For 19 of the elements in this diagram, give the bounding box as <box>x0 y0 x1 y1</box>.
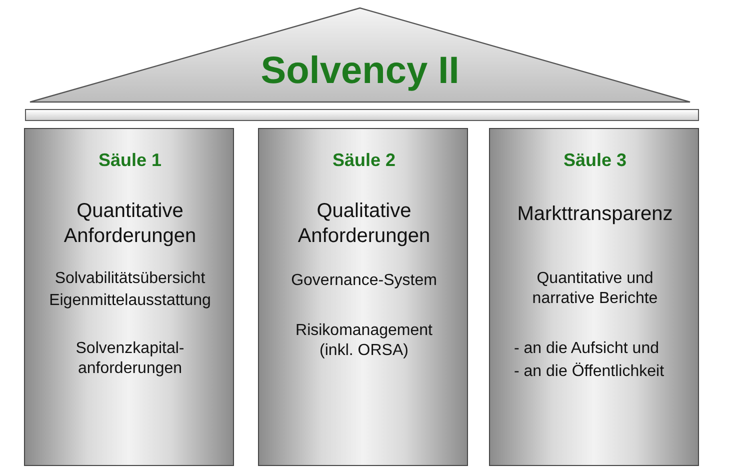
pillar-text: Markttransparenz <box>516 202 674 227</box>
title-text: Solvency II <box>260 50 460 93</box>
pillar-text: - an die Aufsicht und <box>514 339 660 359</box>
pillar-text: Solvenzkapital- anforderungen <box>74 339 186 379</box>
pillar-text: Quantitative und narrative Berichte <box>531 269 659 309</box>
roof-triangle <box>28 6 692 104</box>
pillar-text: Quantitative Anforderungen <box>62 199 198 249</box>
pillar-text: Qualitative Anforderungen <box>296 199 432 249</box>
pillar-heading: Säule 3 <box>562 149 628 172</box>
pillar-text: Solvabilitätsübersicht <box>54 269 206 289</box>
pillar-text: Governance-System <box>290 271 438 291</box>
pillar-text: Eigenmittelausstattung <box>48 291 212 311</box>
pillar-heading: Säule 1 <box>97 149 163 172</box>
pillar <box>489 128 699 466</box>
pillar-text: Risikomanagement (inkl. ORSA) <box>294 321 434 361</box>
pillar <box>24 128 234 466</box>
pillar <box>258 128 468 466</box>
pillar-heading: Säule 2 <box>331 149 397 172</box>
pillar-text: - an die Öffentlichkeit <box>514 362 666 382</box>
